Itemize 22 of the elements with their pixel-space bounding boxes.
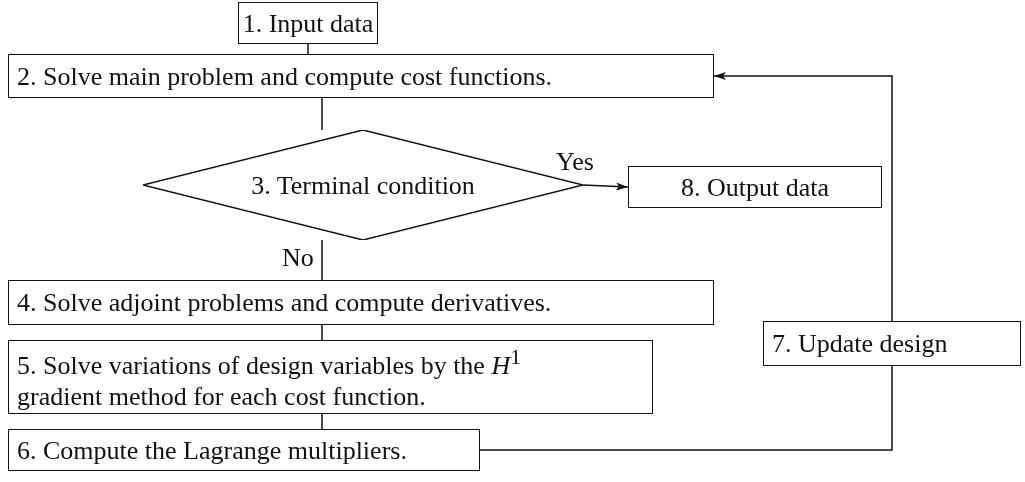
node-text: 7. Update design bbox=[772, 328, 948, 359]
node-text: 5. Solve variations of design variables by the H$^{1}$ gradient method for each cost function. bbox=[17, 344, 522, 412]
process-box bbox=[8, 54, 714, 98]
connector-line bbox=[479, 365, 893, 451]
node-text: 1. Input data bbox=[242, 7, 374, 39]
node-text: 8. Output data bbox=[681, 171, 829, 203]
connector-line bbox=[321, 413, 323, 430]
connector-line bbox=[321, 97, 323, 131]
connector-line bbox=[321, 324, 323, 341]
node-text: 3. Terminal condition bbox=[251, 169, 475, 201]
arrow bbox=[582, 182, 629, 191]
node-text: 2. Solve main problem and compute cost functions. bbox=[17, 60, 553, 92]
arrow bbox=[713, 72, 893, 322]
node-text: 6. Compute the Lagrange multipliers. bbox=[17, 434, 407, 466]
connector-line bbox=[321, 239, 323, 281]
connector-line bbox=[307, 43, 309, 55]
process-box bbox=[763, 321, 1021, 366]
node-text: 4. Solve adjoint problems and compute derivatives. bbox=[17, 287, 552, 318]
process-box bbox=[8, 429, 480, 471]
process-box bbox=[8, 280, 714, 325]
process-box bbox=[8, 340, 653, 414]
process-box bbox=[628, 166, 882, 208]
